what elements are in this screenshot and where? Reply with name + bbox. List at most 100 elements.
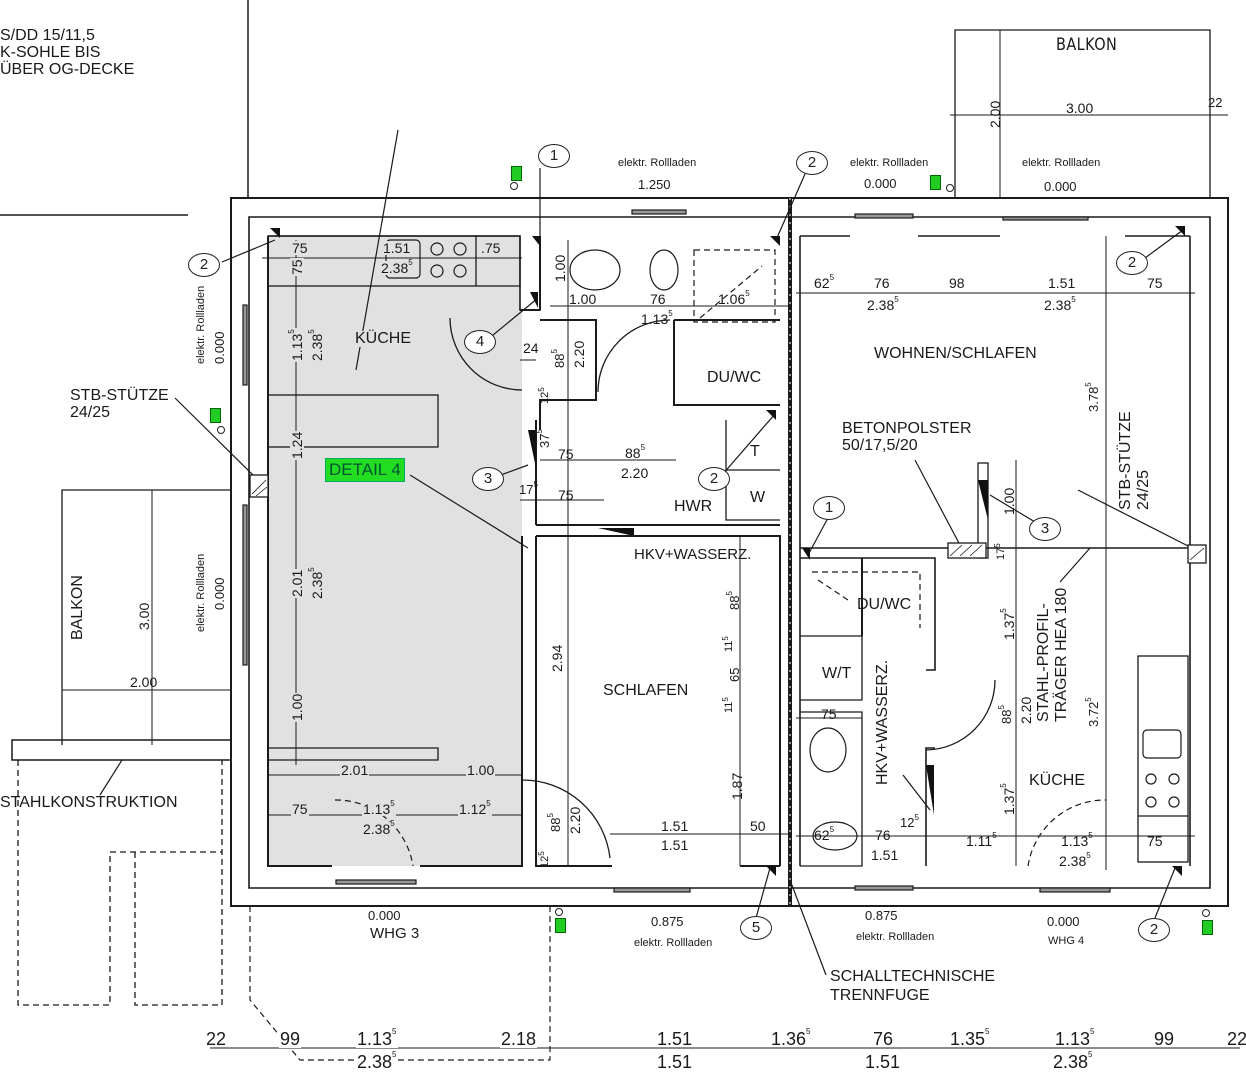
ref-bubble-1-mid[interactable]: 1: [813, 496, 845, 520]
dim: .75: [480, 240, 502, 256]
dim-balkon-left-w: 2.00: [130, 674, 158, 690]
label-stahlkonstruktion: STAHLKONSTRUKTION: [0, 794, 178, 811]
label-balkon-left: BALKON: [69, 575, 86, 640]
window-bottom-mid-type: elektr. Rollladen: [634, 937, 713, 949]
dim-balkon-top-h: 2.00: [987, 100, 1003, 128]
dim: 2.385: [1059, 851, 1091, 869]
dim: 1.51: [661, 837, 689, 853]
dim: 99: [279, 1029, 302, 1049]
dim: 2.20: [567, 806, 583, 834]
dim: 75: [291, 801, 309, 817]
kitchen-fill: [268, 236, 522, 866]
outlet-icon: [217, 426, 225, 434]
dim: 2.385: [867, 295, 899, 313]
ref-bubble-3-left[interactable]: 3: [472, 467, 504, 491]
window-bottom-mid2-value: 0.875: [865, 908, 898, 923]
detail-4-marker[interactable]: DETAIL 4: [325, 458, 405, 482]
window-left-upper-value: 0.000: [212, 331, 227, 364]
dim: 1.51: [657, 1052, 693, 1072]
label-betonpolster-2: 50/17,5/20: [842, 437, 918, 454]
dim: 2.385: [362, 819, 396, 837]
dim: 76: [650, 291, 666, 307]
dim: 22: [1227, 1029, 1246, 1049]
dim: 1.51: [865, 1052, 901, 1072]
dim: 2.18: [500, 1029, 538, 1049]
ref-bubble-2-topright[interactable]: 2: [1116, 251, 1148, 275]
dim: 1.24: [289, 430, 305, 460]
dim-balkon-left-h: 3.00: [136, 602, 152, 630]
room-label-kueche-right: KÜCHE: [1029, 772, 1086, 789]
label-stb-stuetze-left-2: 24/25: [70, 404, 111, 421]
window-left-upper-type: elektr. Rollladen: [195, 285, 207, 364]
label-stb-stuetze-right-1: STB-STÜTZE: [1117, 411, 1134, 510]
ref-bubble-2-topmid[interactable]: 2: [796, 151, 828, 175]
label-betonpolster-1: BETONPOLSTER: [842, 420, 972, 437]
dim: 125: [900, 813, 919, 830]
dim: 65: [727, 667, 742, 682]
hwr-washer-label: W: [750, 489, 766, 506]
dim: 1.365: [771, 1027, 811, 1049]
dim: 1.00: [552, 254, 568, 282]
ref-bubble-3-right[interactable]: 3: [1029, 517, 1061, 541]
switch-icon: [210, 408, 221, 423]
dim: 2.385: [307, 566, 325, 600]
dim: 75: [291, 240, 309, 256]
ref-bubble-5[interactable]: 5: [740, 916, 772, 940]
window-top-mid-value: 0.000: [864, 176, 897, 191]
dim: 1.87: [729, 772, 745, 800]
dim: 75: [558, 446, 574, 462]
window-bottom-left-value: 0.000: [368, 908, 401, 923]
dim: 75: [289, 258, 305, 276]
label-whg3: WHG 3: [370, 925, 420, 942]
label-stahlprofil-1: STAHL-PROFIL-: [1035, 603, 1052, 722]
dim: 2.20: [621, 465, 649, 481]
label-trennfuge-2: TRENNFUGE: [830, 987, 930, 1004]
ref-bubble-4[interactable]: 4: [464, 330, 496, 354]
dim: 76: [875, 827, 891, 843]
room-label-wt: W/T: [822, 665, 852, 682]
dim: 1.375: [999, 608, 1017, 640]
dim: 75: [821, 706, 837, 722]
dim: 1.135: [362, 799, 396, 817]
dim: 1.065: [718, 289, 750, 307]
window-top-left-value: 1.250: [638, 177, 671, 192]
corner-note-line-3: ÜBER OG-DECKE: [0, 61, 135, 78]
dim: 98: [949, 275, 965, 291]
dim: 2.20: [571, 340, 587, 368]
label-trennfuge-1: SCHALLTECHNISCHE: [830, 968, 996, 985]
dim: 2.385: [1053, 1050, 1093, 1072]
dim: 175: [993, 543, 1007, 560]
room-label-kueche-left: KÜCHE: [354, 330, 413, 347]
dim: 1.51: [1048, 275, 1076, 291]
room-label-wohnen-schlafen: WOHNEN/SCHLAFEN: [874, 345, 1037, 362]
dim: 125: [537, 851, 551, 868]
ref-bubble-2-left[interactable]: 2: [188, 253, 220, 277]
ref-bubble-1-top[interactable]: 1: [538, 144, 570, 168]
ref-bubble-2-bottom[interactable]: 2: [1138, 918, 1170, 942]
corner-note-line-1: S/DD 15/11,5: [0, 27, 95, 44]
dim: 1.135: [356, 1027, 398, 1049]
switch-icon: [555, 918, 566, 933]
dim: 3.785: [1084, 382, 1101, 412]
dim: 885: [625, 443, 646, 461]
label-whg4: WHG 4: [1048, 935, 1085, 947]
hwr-dryer-label: T: [750, 443, 760, 460]
dim: 1.375: [999, 783, 1017, 815]
dim: 2.01: [289, 568, 305, 598]
dim-balkon-top-22: 22: [1208, 95, 1223, 110]
label-stb-stuetze-left-1: STB-STÜTZE: [70, 387, 169, 404]
outlet-icon: [946, 184, 954, 192]
room-label-du-wc-top: DU/WC: [707, 369, 762, 386]
dim: 1.135: [641, 309, 673, 327]
switch-icon: [930, 175, 941, 190]
ref-bubble-2-hwr[interactable]: 2: [698, 467, 730, 491]
dim: 115: [721, 697, 735, 713]
dim: 75: [1147, 833, 1163, 849]
window-left-lower-value: 0.000: [212, 577, 227, 610]
dim: 76: [874, 275, 890, 291]
dim: 22: [206, 1029, 227, 1049]
dim: 1.125: [458, 799, 492, 817]
label-balkon-top: BALKON: [1056, 35, 1118, 55]
dim: 50: [750, 818, 766, 834]
dim: 1.00: [569, 291, 597, 307]
